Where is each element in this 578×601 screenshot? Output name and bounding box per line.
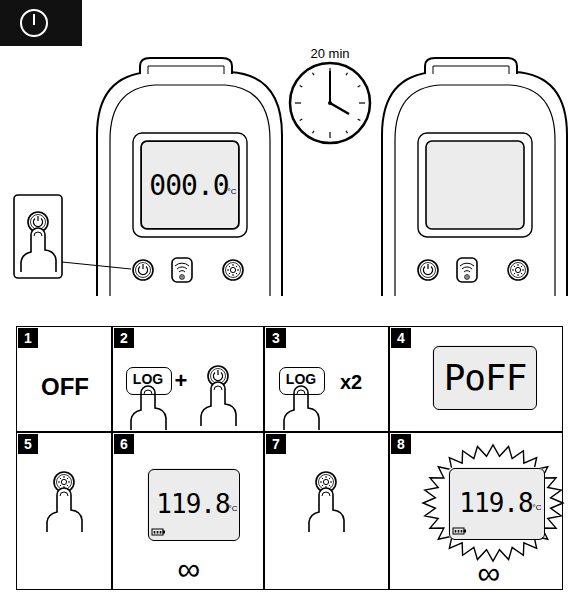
step-number: 7 — [266, 434, 286, 454]
repeat-count: x2 — [340, 372, 362, 392]
clock-tick — [300, 86, 303, 88]
step-number: 8 — [391, 434, 411, 454]
plus-sign: + — [175, 370, 188, 392]
step-panel: 7 — [264, 432, 389, 590]
display-reading: PoFF — [444, 360, 527, 396]
step-number: 4 — [391, 328, 411, 348]
unit: °C — [229, 505, 238, 513]
step-number: 1 — [18, 328, 38, 348]
off-label: OFF — [41, 375, 89, 399]
step-panel: 8 ∞ 119.8°C — [389, 432, 563, 590]
step-number: 6 — [114, 434, 134, 454]
step-panel: 5 — [16, 432, 112, 590]
display-reading: 000.0 — [149, 172, 228, 200]
clock-tick — [346, 73, 348, 76]
step-panel: 1OFF — [16, 326, 112, 432]
unit: °C — [533, 504, 542, 512]
clock-tick — [313, 131, 315, 134]
clock-tick — [358, 86, 361, 88]
lcd-display: 000.0°C — [141, 141, 239, 229]
lcd-display: PoFF — [433, 346, 537, 410]
clock-tick — [295, 102, 301, 103]
lcd-display: 119.8°C — [148, 469, 240, 541]
log-key: LOG — [279, 367, 325, 395]
clock-tick — [300, 119, 303, 121]
infinity-symbol: ∞ — [178, 553, 201, 585]
infinity-symbol: ∞ — [478, 557, 501, 589]
key-label: LOG — [286, 372, 316, 386]
step-number: 3 — [266, 328, 286, 348]
clock-tick — [329, 132, 330, 138]
display-reading: 119.8 — [459, 490, 532, 516]
lcd-display: 119.8°C — [449, 468, 545, 540]
step-number: 2 — [114, 328, 134, 348]
log-key: LOG — [126, 367, 172, 395]
step-panel: 4PoFF — [389, 326, 563, 432]
step-panel: 6 ∞ 119.8°C — [112, 432, 264, 590]
time-label: 20 min — [310, 46, 349, 61]
unit: °C — [228, 188, 237, 196]
clock-tick — [313, 73, 315, 76]
starburst — [423, 445, 563, 561]
step-number: 5 — [18, 434, 38, 454]
clock-tick — [358, 119, 361, 121]
clock-tick — [346, 131, 348, 134]
display-reading: 119.8 — [156, 491, 229, 517]
clock-tick — [359, 102, 365, 103]
step-panel: 2 + LOG — [112, 326, 264, 432]
key-label: LOG — [133, 372, 163, 386]
step-panel: 3 x2 LOG — [264, 326, 389, 432]
